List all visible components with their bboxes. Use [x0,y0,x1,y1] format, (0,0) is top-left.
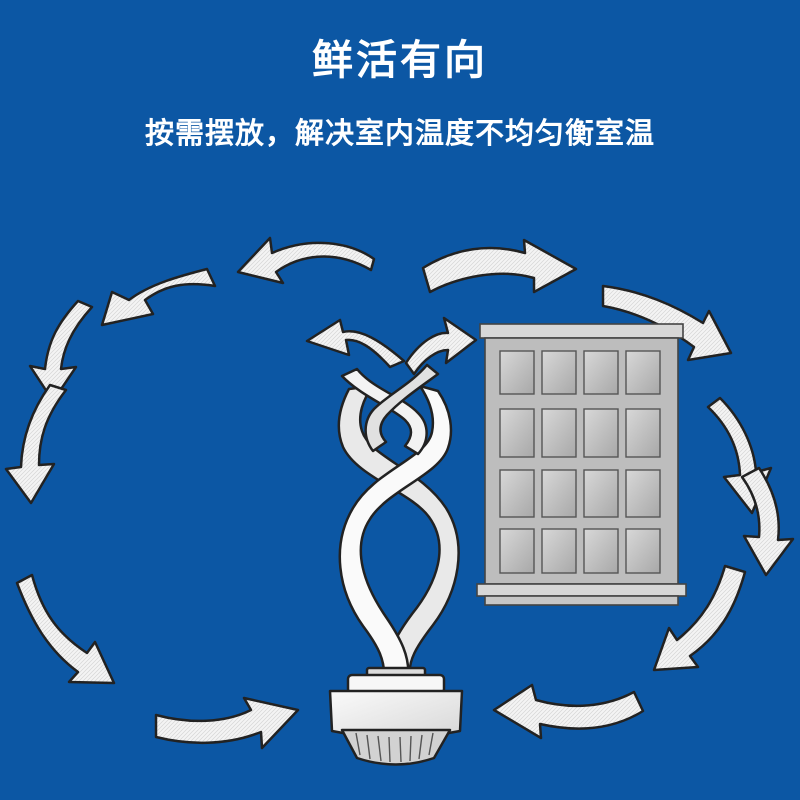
airflow-arrow-icon [492,683,645,740]
airflow-arrow-icon [4,383,68,505]
window-icon [476,323,687,606]
airflow-arrow-icon [28,299,94,403]
airflow-arrow-icon [100,267,217,327]
airflow-arrows-right [421,238,795,740]
airflow-arrow-icon [652,564,747,672]
page-subtitle: 按需摆放，解决室内温度不均匀衡室温 [144,116,655,150]
airflow-arrow-icon [15,573,116,685]
fan-icon [328,363,464,766]
airflow-arrow-icon [421,238,578,294]
airflow-arrow-icon [236,236,376,285]
airflow-arrows-top [305,316,478,376]
airflow-arrows-left [4,236,376,750]
airflow-arrow-icon [305,318,406,369]
airflow-arrow-icon [601,284,733,362]
page-title: 鲜活有向 [312,36,488,84]
airflow-arrow-icon [740,466,795,577]
airflow-arrow-icon [404,316,478,376]
airflow-arrow-icon [154,696,300,750]
